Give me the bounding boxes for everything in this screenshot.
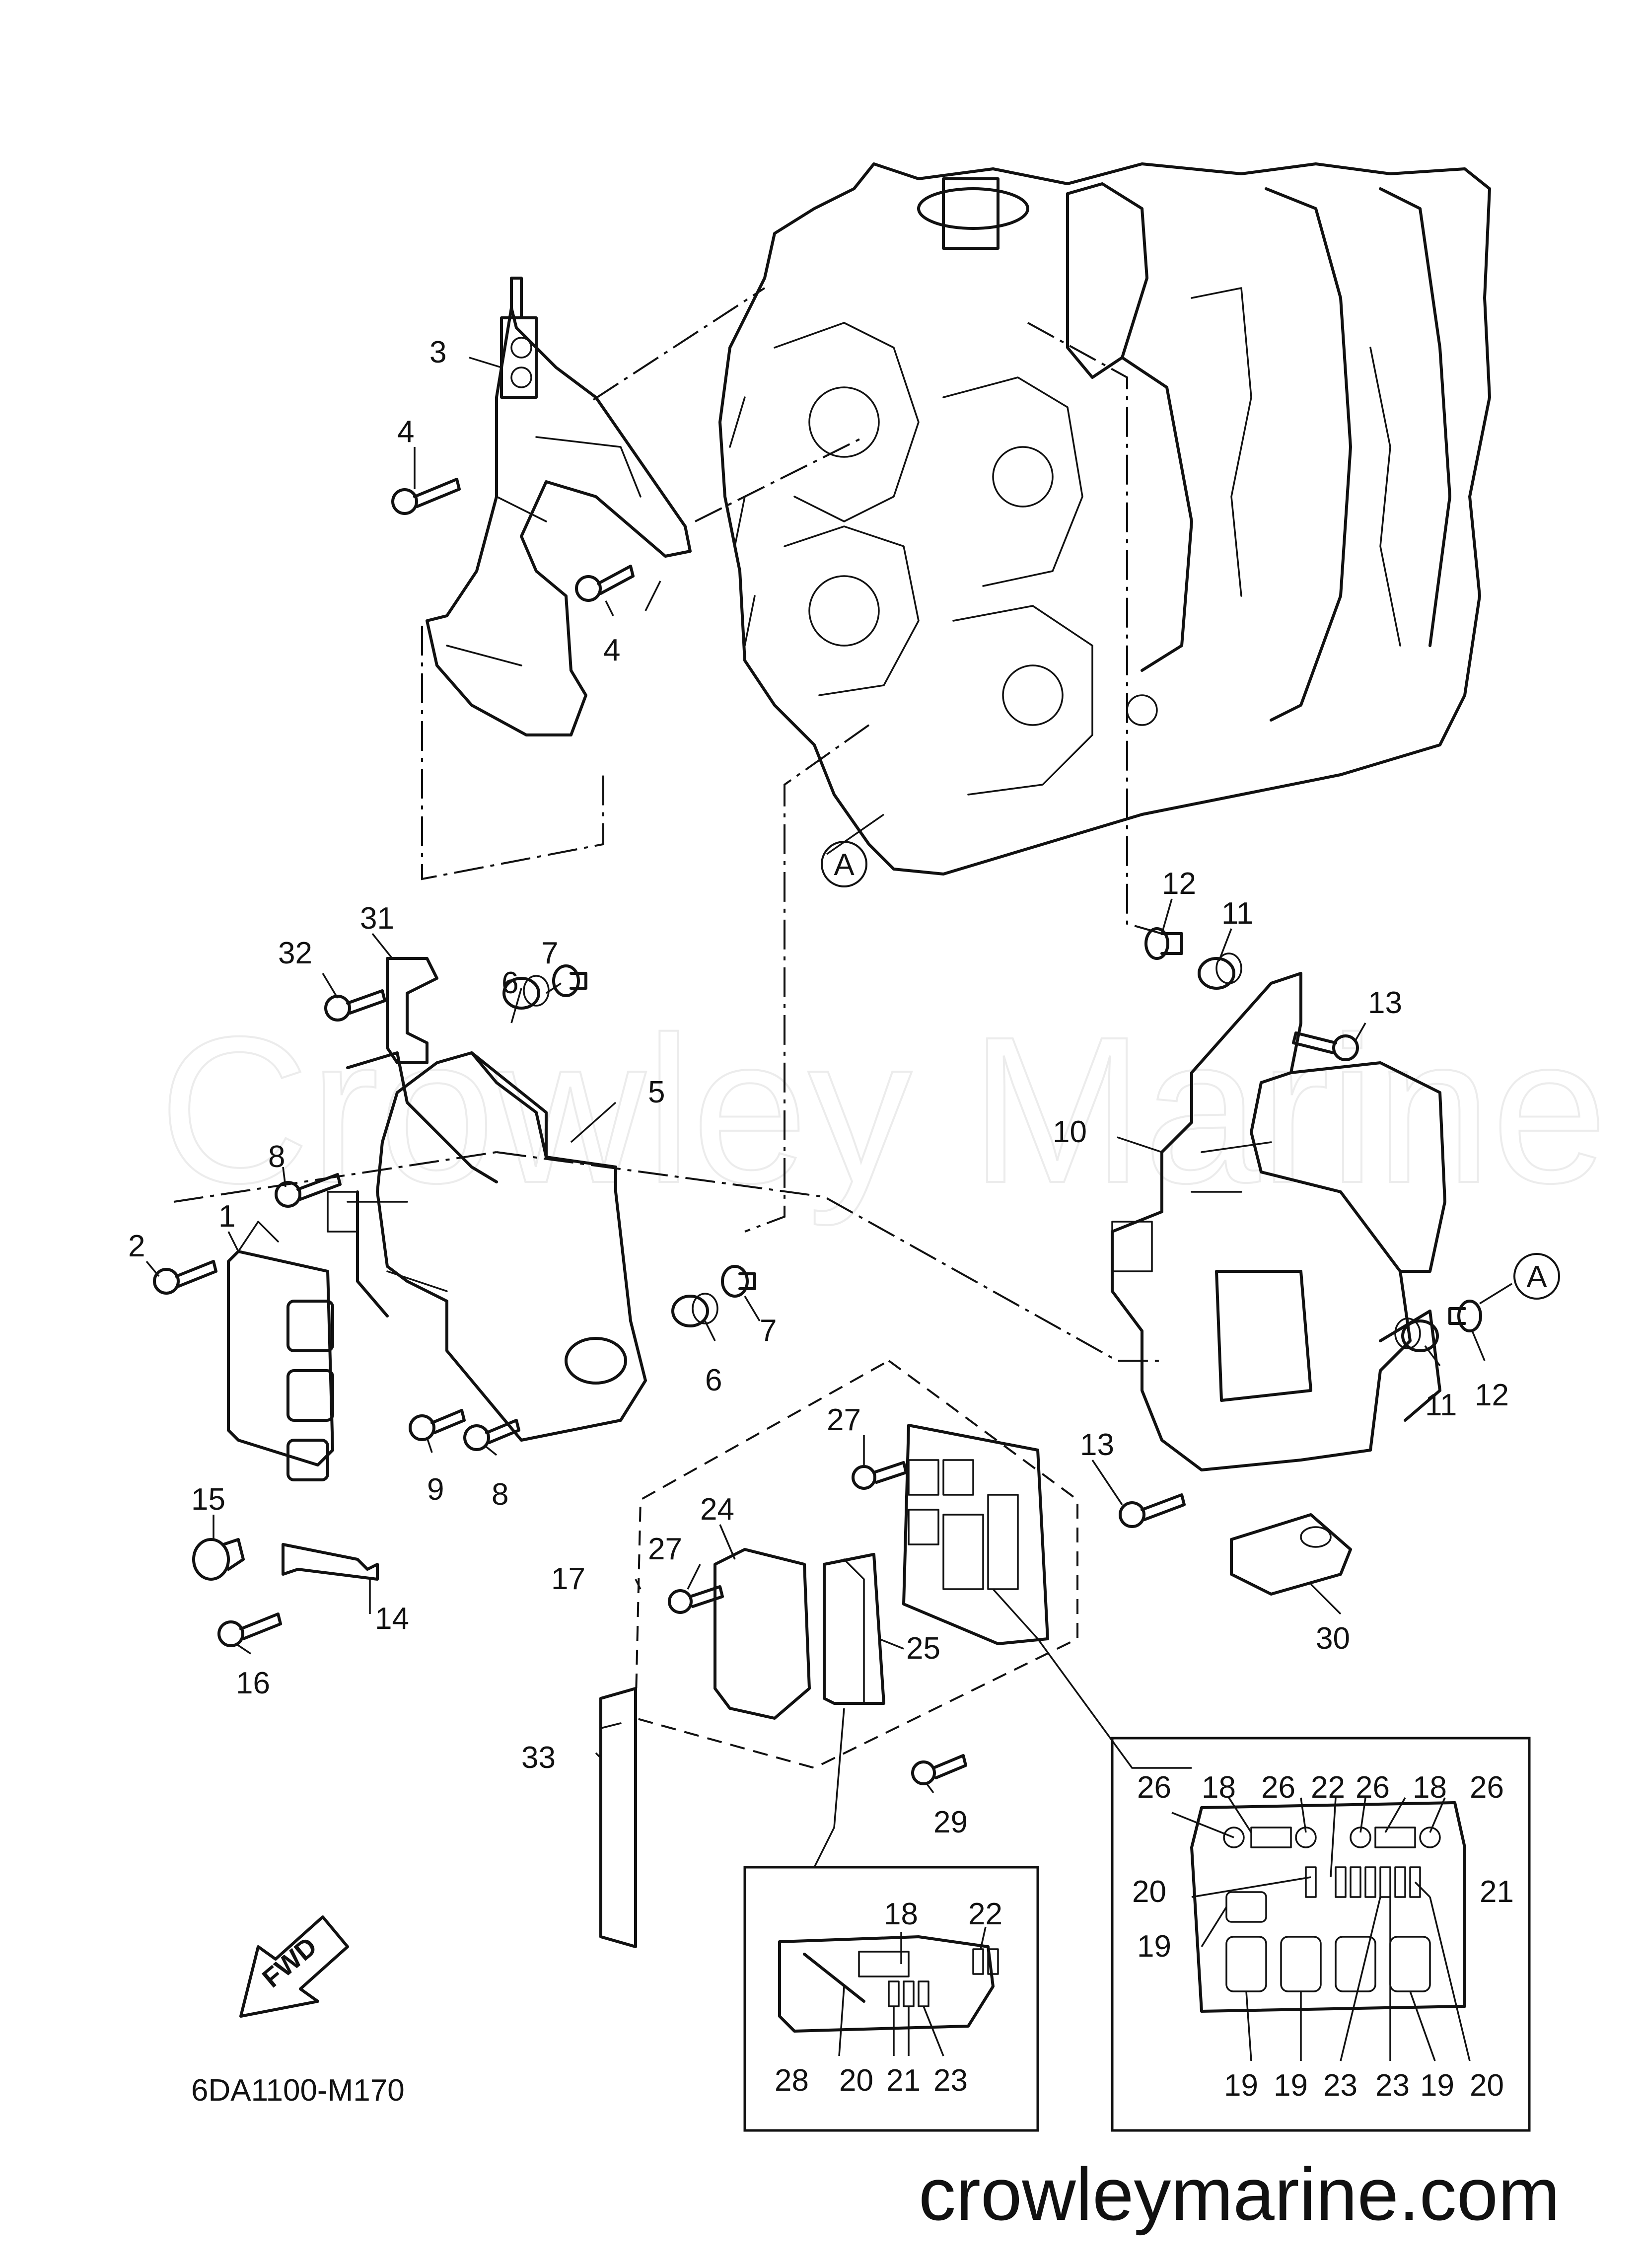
engine-block: [718, 162, 1491, 876]
chain-line: [592, 287, 766, 401]
svg-text:23: 23: [1323, 2068, 1357, 2103]
diagram-code: 6DA1100-M170: [191, 2073, 405, 2108]
svg-text:25: 25: [906, 1631, 940, 1666]
chain-line: [1027, 322, 1162, 935]
svg-text:19: 19: [1224, 2068, 1258, 2103]
website-url: crowleymarine.com: [919, 2152, 1560, 2236]
svg-text:31: 31: [360, 901, 394, 936]
svg-text:11: 11: [1425, 1388, 1457, 1422]
svg-text:6: 6: [705, 1363, 722, 1397]
svg-text:A: A: [1526, 1260, 1547, 1294]
svg-text:27: 27: [648, 1532, 682, 1566]
cap-30: [1230, 1513, 1352, 1596]
svg-text:30: 30: [1316, 1621, 1350, 1656]
chain-line: [695, 436, 864, 522]
svg-text:21: 21: [886, 2063, 921, 2098]
watermark: Crowley Marine: [159, 994, 1607, 1228]
svg-text:16: 16: [236, 1666, 270, 1700]
chain-line: [496, 1151, 1162, 1362]
svg-text:6: 6: [501, 966, 518, 1000]
ecu-1: [227, 1221, 334, 1481]
svg-text:18: 18: [884, 1897, 918, 1931]
svg-text:13: 13: [1368, 986, 1402, 1020]
svg-text:26: 26: [1356, 1770, 1390, 1805]
svg-text:28: 28: [775, 2063, 809, 2098]
svg-text:32: 32: [278, 936, 312, 970]
bracket-5: [327, 1051, 647, 1442]
svg-text:22: 22: [1311, 1770, 1345, 1805]
leader-lines: [145, 357, 1512, 1868]
svg-text:23: 23: [933, 2063, 968, 2098]
fuse-block-25: [823, 1553, 885, 1705]
svg-text:11: 11: [1221, 896, 1253, 931]
svg-text:19: 19: [1274, 2068, 1308, 2103]
svg-text:8: 8: [492, 1477, 508, 1512]
inset-right: 26 18 26 22 26 18 26 20 19 21 19 19 23 2…: [1111, 1737, 1531, 2132]
cover-24: [714, 1548, 811, 1720]
view-marker-a-right: [1513, 1253, 1560, 1300]
svg-text:4: 4: [603, 633, 620, 667]
svg-text:24: 24: [700, 1492, 734, 1527]
svg-text:4: 4: [397, 415, 414, 449]
chain-line: [744, 724, 870, 1233]
svg-text:15: 15: [191, 1482, 225, 1517]
svg-text:20: 20: [839, 2063, 873, 2098]
relay-box: [902, 1424, 1049, 1645]
label-33: [599, 1687, 637, 1948]
svg-text:18: 18: [1202, 1770, 1236, 1805]
svg-text:33: 33: [521, 1741, 556, 1775]
svg-text:8: 8: [268, 1140, 285, 1174]
svg-text:27: 27: [827, 1403, 861, 1437]
svg-text:12: 12: [1475, 1378, 1509, 1412]
svg-text:20: 20: [1132, 1875, 1166, 1909]
fwd-arrow-icon: FWD: [239, 1915, 349, 2018]
svg-text:29: 29: [933, 1805, 968, 1839]
fasteners: [153, 478, 1482, 1785]
svg-text:5: 5: [648, 1075, 665, 1109]
chain-line: [421, 626, 604, 880]
svg-text:19: 19: [1137, 1929, 1171, 1964]
svg-text:17: 17: [551, 1562, 585, 1596]
svg-text:26: 26: [1470, 1770, 1504, 1805]
svg-text:26: 26: [1261, 1770, 1295, 1805]
svg-text:23: 23: [1375, 2068, 1410, 2103]
svg-text:20: 20: [1470, 2068, 1504, 2103]
svg-text:2: 2: [128, 1229, 145, 1263]
bracket-3: [426, 277, 692, 736]
svg-text:18: 18: [1413, 1770, 1447, 1805]
svg-text:22: 22: [968, 1897, 1002, 1931]
svg-text:A: A: [834, 848, 855, 882]
svg-text:26: 26: [1137, 1770, 1171, 1805]
svg-text:21: 21: [1480, 1875, 1514, 1909]
svg-text:10: 10: [1053, 1115, 1087, 1149]
cover-10: [1111, 972, 1446, 1471]
svg-text:14: 14: [375, 1602, 409, 1636]
part-labels: 3 4 4 5 6 7 6 7 8 1 2 10 12 11 13 13 11 …: [128, 335, 1509, 1839]
svg-text:7: 7: [541, 936, 558, 970]
inset-left: 18 22 28 20 21 23: [743, 1866, 1039, 2132]
svg-text:19: 19: [1420, 2068, 1454, 2103]
svg-text:12: 12: [1162, 867, 1196, 901]
svg-text:9: 9: [427, 1472, 444, 1507]
svg-text:7: 7: [760, 1314, 777, 1348]
svg-text:13: 13: [1080, 1428, 1114, 1462]
svg-text:3: 3: [429, 335, 446, 369]
svg-text:1: 1: [218, 1199, 235, 1234]
svg-text:FWD: FWD: [257, 1931, 323, 1993]
